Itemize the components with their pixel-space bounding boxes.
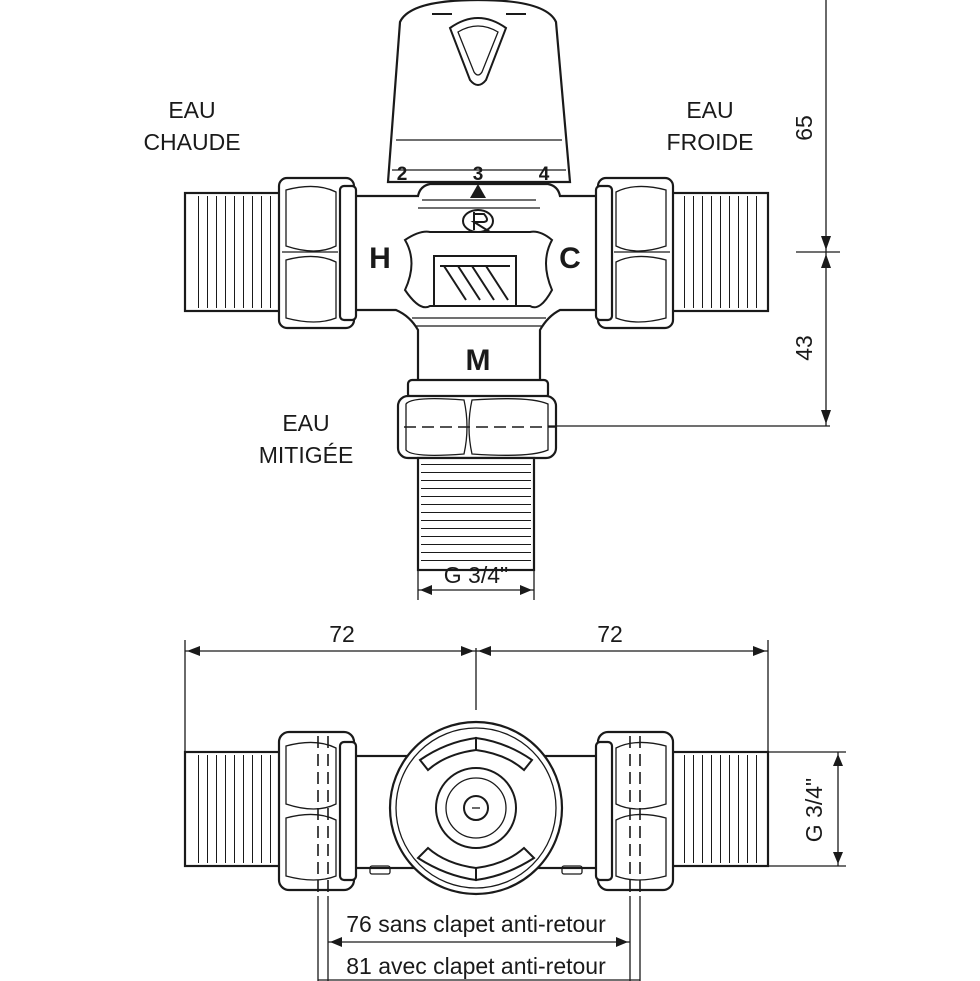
brand-logo (433, 255, 517, 307)
front-view: 2 3 4 H C M 65 43 (143, 0, 840, 600)
scale-mark-3: 3 (473, 164, 484, 185)
half-width-dimension (184, 640, 769, 752)
mixed-marking: M (466, 344, 491, 377)
length-dimensions (317, 896, 641, 981)
left-inlet-thread (183, 191, 283, 313)
hot-water-label-line2: CHAUDE (143, 129, 240, 155)
bottom-left-thread (183, 750, 283, 868)
bottom-view: 72 72 (183, 621, 846, 981)
mixed-water-label-line2: MITIGÉE (259, 442, 354, 468)
height-upper-dimension: 65 (791, 115, 817, 141)
monogram-icon (462, 209, 494, 233)
scale-mark-2: 2 (397, 164, 408, 185)
hot-marking: H (369, 242, 391, 275)
half-width-right-dimension: 72 (597, 621, 623, 647)
bottom-right-nut (594, 730, 675, 892)
inlet-thread-dimension (768, 751, 846, 867)
length-without-check-valve: 76 sans clapet anti-retour (346, 911, 606, 937)
outlet-thread-dimension (417, 568, 535, 600)
right-inlet-thread (670, 191, 770, 313)
height-lower-dimension: 43 (791, 335, 817, 361)
length-with-check-valve: 81 avec clapet anti-retour (346, 953, 606, 979)
cold-water-label-line2: FROIDE (667, 129, 754, 155)
mixed-water-label-line1: EAU (282, 410, 329, 436)
left-union-nut (277, 176, 358, 330)
cold-water-label-line1: EAU (686, 97, 733, 123)
scale-mark-4: 4 (539, 164, 550, 185)
outlet-thread-size: G 3/4" (444, 562, 508, 588)
vertical-dimension (548, 0, 840, 427)
cold-marking: C (559, 242, 581, 275)
inlet-thread-size: G 3/4" (801, 778, 827, 842)
knob-top-view (388, 720, 564, 896)
outlet-union-nut (396, 378, 558, 460)
bottom-right-thread (670, 750, 770, 868)
thermostat-knob (386, 0, 572, 198)
right-union-nut (594, 176, 675, 330)
half-width-left-dimension: 72 (329, 621, 355, 647)
outlet-thread (416, 456, 536, 572)
hot-water-label-line1: EAU (168, 97, 215, 123)
bottom-left-nut (277, 730, 358, 892)
